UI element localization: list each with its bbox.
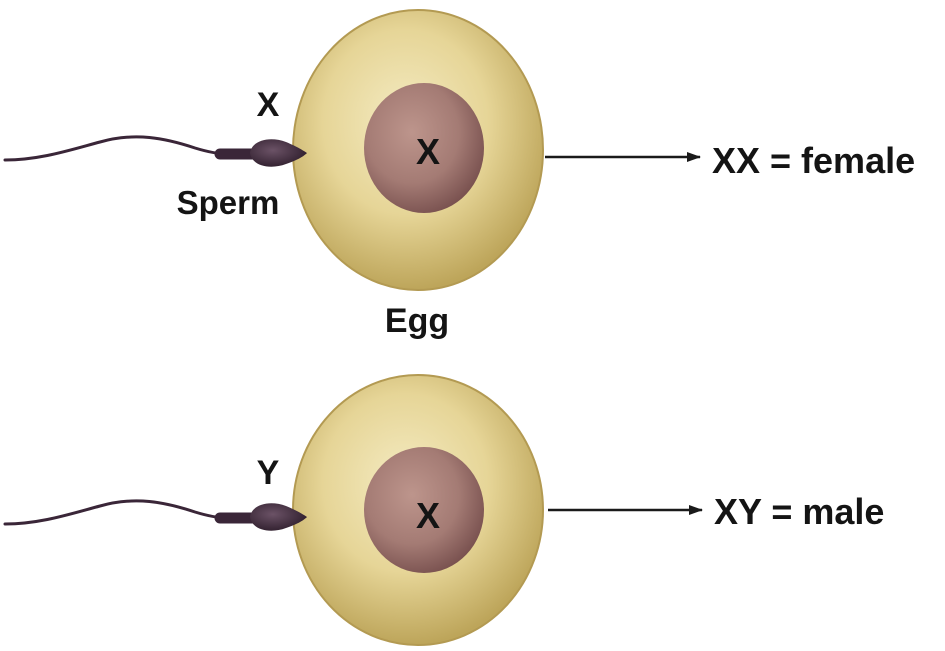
sperm-tail (3, 135, 230, 162)
sperm-head (250, 503, 307, 531)
sperm-label: Sperm (177, 184, 280, 221)
egg-nucleus (364, 83, 484, 213)
row-female: X Sperm X Egg XX = female (3, 9, 915, 340)
egg-label: Egg (385, 302, 449, 340)
egg-chromosome-label: X (416, 495, 440, 536)
result-label: XY = male (714, 491, 884, 532)
egg-nucleus (364, 447, 484, 573)
sperm-chromosome-label: X (257, 86, 280, 124)
sperm-tail (3, 499, 230, 526)
result-label: XX = female (712, 140, 915, 181)
row-male: Y X XY = male (3, 374, 884, 646)
sperm-head (250, 139, 307, 167)
egg-chromosome-label: X (416, 131, 440, 172)
sperm-chromosome-label: Y (257, 454, 280, 492)
